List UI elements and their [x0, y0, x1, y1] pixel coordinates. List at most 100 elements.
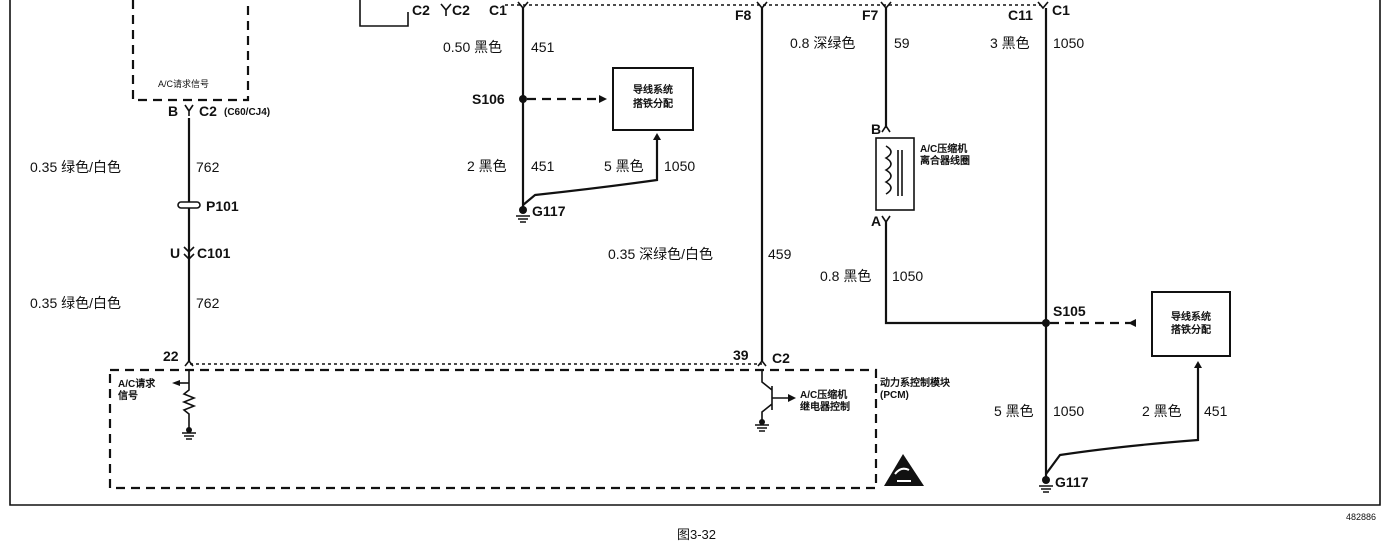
ground-symbol: [1039, 485, 1053, 493]
connector-symbol: [757, 359, 767, 367]
clutch-coil-box: [875, 137, 915, 211]
wire-1050-top-color: 3 黑色: [990, 35, 1030, 51]
pcm-relay-transistor: [761, 370, 788, 422]
splice-s106: [519, 95, 527, 103]
ground-symbol: [182, 432, 196, 440]
pin-22: 22: [163, 348, 179, 364]
pcm-name-line1: 动力系控制模块: [880, 376, 951, 389]
coil-pin-a: A: [871, 213, 881, 229]
connector-c60-cj4: (C60/CJ4): [224, 107, 270, 118]
wire-451-s105: [1045, 366, 1200, 475]
connector-symbol: [881, 124, 891, 133]
wire-762-a-circuit: 762: [196, 159, 220, 175]
reference-number: 482886: [1346, 512, 1376, 522]
pin-b: B: [168, 103, 178, 119]
arrow-head: [1128, 319, 1136, 327]
connector-c2-a: C2: [412, 2, 430, 18]
clutch-coil-symbol: [884, 145, 903, 196]
ground-g117-left-label: G117: [532, 203, 566, 219]
pin-39: 39: [733, 347, 749, 363]
wire-451-bot-circuit: 451: [531, 158, 555, 174]
ground-g117-right: [1042, 476, 1050, 484]
figure-caption: 图3-32: [677, 527, 716, 542]
pcm-request-resistor: [181, 370, 197, 430]
wire-1050-s106: [522, 138, 659, 206]
wire-459-circuit: 459: [768, 246, 792, 262]
splice-s105: [1042, 319, 1050, 327]
wire-1050-coil-color: 0.8 黑色: [820, 268, 871, 284]
arrow-head: [788, 394, 796, 402]
ground-dist-right-line2: 搭铁分配: [1171, 323, 1211, 336]
ground-node: [759, 419, 765, 425]
pin-u: U: [170, 245, 180, 261]
connector-symbol: [184, 104, 194, 116]
wire-762-a-color: 0.35 绿色/白色: [30, 159, 121, 175]
splice-s106-label: S106: [472, 91, 505, 107]
connector-symbol: [756, 1, 768, 10]
pcm-relay-ctrl-line2: 继电器控制: [800, 400, 850, 413]
connector-c101: C101: [197, 245, 231, 261]
wire-59-color: 0.8 深绿色: [790, 35, 855, 51]
arrow-head: [172, 380, 180, 386]
pcm-relay-ctrl-line1: A/C压缩机: [800, 388, 847, 401]
wire-451-bot-color: 2 黑色: [467, 158, 507, 174]
clutch-coil-line2: 离合器线圈: [920, 154, 970, 167]
wire-459-color: 0.35 深绿色/白色: [608, 246, 713, 262]
connector-f8: F8: [735, 7, 752, 23]
pcm-name-line2: (PCM): [880, 390, 909, 401]
p101-label: P101: [206, 198, 239, 214]
connector-c2-pcm: C2: [772, 350, 790, 366]
arrow-head: [653, 133, 661, 140]
wire-1050-coil: [884, 222, 1046, 325]
wire-1050-coil-circuit: 1050: [892, 268, 923, 284]
connector-c1-top: C1: [489, 2, 507, 18]
ground-dist-box-left: [612, 67, 694, 131]
wire-1050-s106-circuit: 1050: [664, 158, 695, 174]
ground-dist-right-line1: 导线系统: [1171, 310, 1211, 323]
ground-dist-left-line1: 导线系统: [633, 83, 673, 96]
pcm-box: [108, 368, 878, 490]
connector-c1-right: C1: [1052, 2, 1070, 18]
ground-g117-right-label: G117: [1055, 474, 1089, 490]
arrow-head: [599, 95, 607, 103]
wire-762-b-color: 0.35 绿色/白色: [30, 295, 121, 311]
splice-s105-label: S105: [1053, 303, 1086, 319]
connector-symbol: [184, 359, 194, 367]
connector-c11: C11: [1008, 7, 1033, 23]
wire-451-s105-color: 2 黑色: [1142, 403, 1182, 419]
connector-symbol: [1037, 1, 1049, 10]
ac-request-box: [131, 0, 250, 102]
wire-1050-top-circuit: 1050: [1053, 35, 1084, 51]
connector-c2-sub: C2: [199, 103, 217, 119]
diagram-frame: [9, 0, 1381, 506]
ground-dist-box-right: [1151, 291, 1231, 357]
ac-request-signal-label: A/C请求信号: [158, 78, 209, 89]
wire-1050-s105-circuit: 1050: [1053, 403, 1084, 419]
wire-1050-s106-color: 5 黑色: [604, 158, 644, 174]
connector-f7: F7: [862, 7, 879, 23]
connector-symbol: [440, 3, 452, 16]
left-connector-housing: [359, 0, 409, 27]
wire-451-top-circuit: 451: [531, 39, 555, 55]
wire-762-b-circuit: 762: [196, 295, 220, 311]
coil-pin-b: B: [871, 121, 881, 137]
ground-symbol: [755, 424, 769, 432]
p101-passthrough: [177, 201, 201, 209]
ground-symbol: [516, 215, 530, 223]
connector-symbol: [881, 215, 891, 224]
connector-c2-b: C2: [452, 2, 470, 18]
pcm-ac-request-line1: A/C请求: [118, 377, 156, 390]
pcm-ac-request-line2: 信号: [118, 389, 138, 402]
wire-451-s105-circuit: 451: [1204, 403, 1228, 419]
ground-g117-left: [519, 206, 527, 214]
wire-59-circuit: 59: [894, 35, 910, 51]
arrow-head: [1194, 361, 1202, 368]
esd-warning-icon: [884, 454, 924, 486]
ground-node: [186, 427, 192, 433]
wire-1050-s105-color: 5 黑色: [994, 403, 1034, 419]
connector-symbol: [183, 246, 195, 261]
wire-451-top-color: 0.50 黑色: [443, 39, 502, 55]
ground-dist-left-line2: 搭铁分配: [633, 97, 673, 110]
clutch-coil-line1: A/C压缩机: [920, 142, 967, 155]
